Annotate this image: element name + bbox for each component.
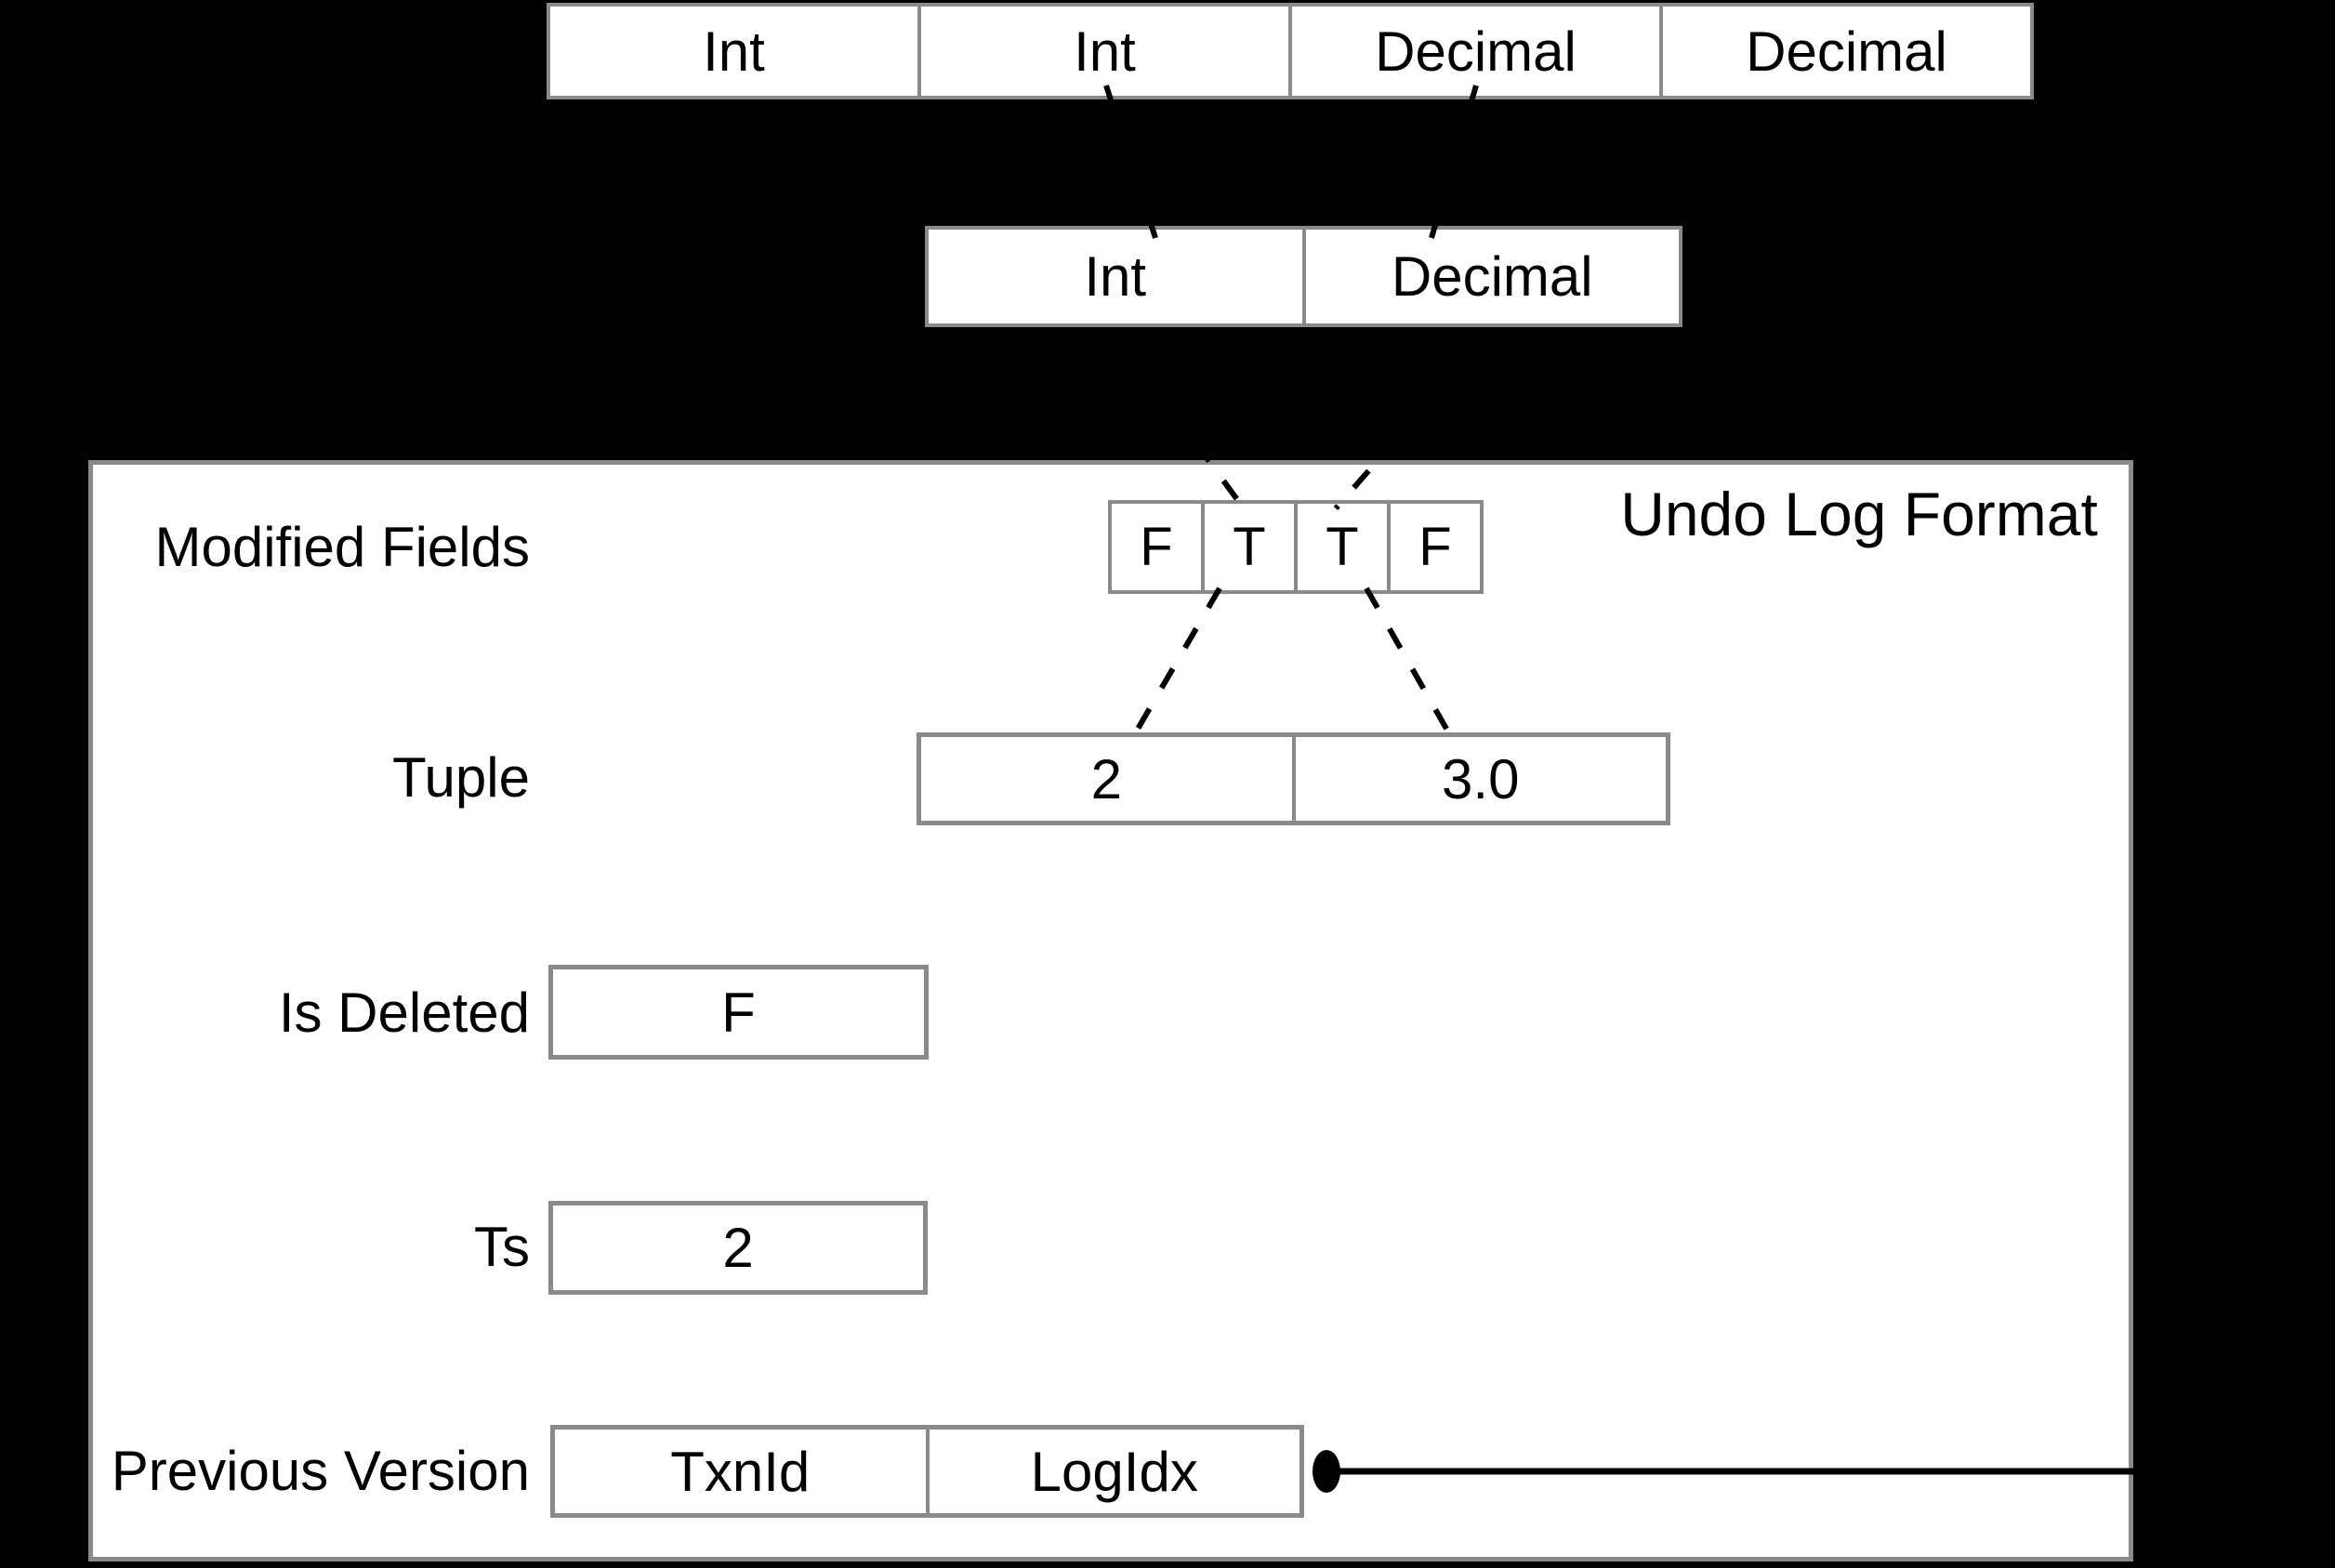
schema-cell-4: Decimal: [1659, 7, 2030, 96]
modified-fields-row: F T T F: [1108, 500, 1484, 594]
modified-field-3: T: [1294, 504, 1387, 590]
tuple-cell-1: 2: [921, 737, 1292, 821]
modified-fields-label: Modified Fields: [154, 516, 530, 578]
schema-cell-3: Decimal: [1288, 7, 1659, 96]
schema-table: Int Int Decimal Decimal: [547, 3, 2034, 99]
undo-log-title: Undo Log Format: [1620, 480, 2098, 548]
is-deleted-value: F: [553, 969, 924, 1055]
is-deleted-label: Is Deleted: [278, 982, 530, 1044]
previous-version-row: TxnId LogIdx: [550, 1425, 1304, 1518]
tuple-cell-2: 3.0: [1291, 737, 1666, 821]
modified-field-4: F: [1387, 504, 1480, 590]
modified-field-1: F: [1112, 504, 1201, 590]
tuple-label: Tuple: [392, 746, 530, 809]
dashed-connector-schema-col2-to-projected: [1103, 85, 1158, 239]
projected-cell-1: Int: [929, 230, 1302, 323]
schema-cell-2: Int: [917, 7, 1288, 96]
projected-cell-2: Decimal: [1301, 230, 1679, 323]
modified-field-2: T: [1201, 504, 1294, 590]
tuple-row: 2 3.0: [917, 732, 1670, 825]
undo-log-box: [88, 460, 2133, 1561]
previous-version-label: Previous Version: [111, 1440, 530, 1502]
ts-value: 2: [553, 1206, 923, 1290]
ts-label: Ts: [474, 1216, 530, 1278]
projected-table: Int Decimal: [925, 226, 1682, 327]
schema-cell-1: Int: [550, 7, 917, 96]
previous-version-logidx: LogIdx: [925, 1430, 1299, 1513]
is-deleted-box: F: [548, 965, 929, 1060]
ts-box: 2: [548, 1201, 928, 1295]
dashed-connector-schema-col3-to-projected: [1429, 85, 1479, 239]
previous-version-txnid: TxnId: [555, 1430, 926, 1513]
